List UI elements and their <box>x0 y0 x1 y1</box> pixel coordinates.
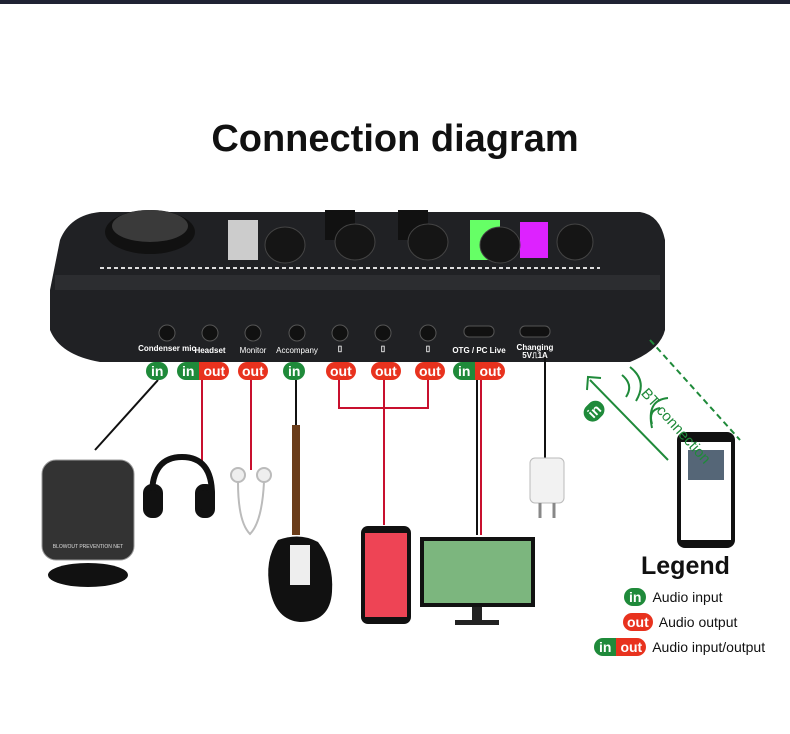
port-label-condenser-mic: Condenser mic <box>138 344 196 353</box>
legend-badge: out <box>623 613 653 631</box>
port-jacks <box>158 324 551 342</box>
legend-item-input: in Audio input <box>624 588 723 606</box>
earphones <box>230 467 272 536</box>
port-label-charging: Changing 5V⎍1A <box>516 343 554 360</box>
electric-guitar <box>268 425 333 622</box>
cables <box>94 345 546 535</box>
smartphone <box>361 526 411 624</box>
port-label-headset: Headset <box>194 346 226 355</box>
badge-phone-2: out <box>371 362 401 380</box>
port-label-monitor: Monitor <box>239 346 267 355</box>
badge-phone-3: out <box>415 362 445 380</box>
top-bar <box>0 0 790 4</box>
badge-condenser-mic: in <box>146 362 169 380</box>
legend-label: Audio input/output <box>652 639 766 655</box>
legend-badge: in <box>624 588 647 606</box>
legend-item-output: out Audio output <box>623 613 737 631</box>
headphones <box>143 453 215 518</box>
page-title: Connection diagram <box>211 118 579 160</box>
badge-accompany: in <box>283 362 306 380</box>
computer-monitor <box>420 537 535 625</box>
legend-label: Audio output <box>658 614 738 630</box>
mic-net-text: BLOWOUT PREVENTION NET <box>53 544 123 550</box>
usb-power-adapter <box>529 457 565 518</box>
badge-monitor: out <box>238 362 268 380</box>
bt-smartphone <box>677 432 735 548</box>
bt-arrow <box>586 339 741 461</box>
condenser-mic-with-pop-filter: BLOWOUT PREVENTION NET <box>41 459 135 587</box>
port-label-otg-pc-live: OTG / PC Live <box>452 346 506 355</box>
phone-icon: ▯ <box>380 344 386 353</box>
badge-phone-1: out <box>326 362 356 380</box>
phone-icon: ▯ <box>425 344 431 353</box>
legend-title: Legend <box>641 552 730 580</box>
phone-icon: ▯ <box>337 344 343 353</box>
port-label-accompany: Accompany <box>276 346 318 355</box>
legend-label: Audio input <box>652 589 723 605</box>
sound-card-device <box>50 210 665 362</box>
